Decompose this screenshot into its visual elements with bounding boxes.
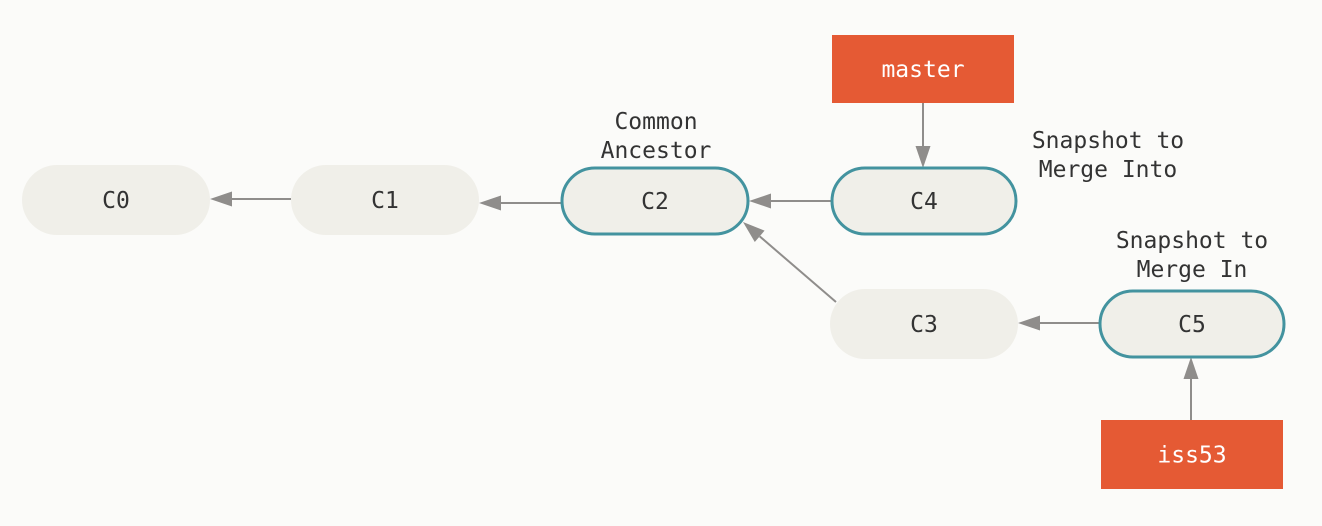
parent-arrow-c3-to-c2 xyxy=(743,222,837,303)
commit-node-shape xyxy=(1098,289,1286,359)
commit-node-c3: C3 xyxy=(830,289,1018,359)
commit-node-c2: C2 xyxy=(560,166,750,236)
parent-arrow-c5-to-c3-arrowhead-icon xyxy=(1018,315,1040,331)
commit-node-c5: C5 xyxy=(1098,289,1286,359)
commit-node-c0: C0 xyxy=(22,165,210,235)
commit-node-shape xyxy=(22,165,210,235)
branch-arrow-master xyxy=(915,103,931,168)
parent-arrow-c3-to-c2-line xyxy=(759,235,837,303)
branch-pointer-iss53: iss53 xyxy=(1101,420,1283,489)
parent-arrow-c2-to-c1-arrowhead-icon xyxy=(479,195,501,211)
commit-node-label: C0 xyxy=(102,188,130,214)
commit-node-label: C2 xyxy=(641,189,669,215)
branch-pointer-master: master xyxy=(832,35,1014,103)
branch-pointer-box xyxy=(832,35,1014,103)
parent-arrow-c4-to-c2-arrowhead-icon xyxy=(749,193,771,209)
merge-in-label: Snapshot to Merge In xyxy=(1115,228,1269,283)
commit-node-label: C3 xyxy=(910,312,938,338)
commit-node-shape xyxy=(560,166,750,236)
commit-node-c4: C4 xyxy=(830,166,1018,236)
parent-arrow-c1-to-c0 xyxy=(210,191,291,207)
parent-arrow-c4-to-c2 xyxy=(749,193,832,209)
arrow-layer xyxy=(210,103,1199,420)
branch-pointer-label: iss53 xyxy=(1157,443,1226,469)
branch-arrow-iss53-arrowhead-icon xyxy=(1183,357,1199,379)
commit-node-shape xyxy=(830,289,1018,359)
commit-node-c1: C1 xyxy=(291,165,479,235)
parent-arrow-c2-to-c1 xyxy=(479,195,562,211)
commit-node-label: C4 xyxy=(910,189,938,215)
commit-node-shape xyxy=(291,165,479,235)
commit-node-label: C5 xyxy=(1178,312,1206,338)
commit-node-label: C1 xyxy=(371,188,399,214)
branch-arrow-iss53 xyxy=(1183,357,1199,420)
commit-node-shape xyxy=(830,166,1018,236)
branch-pointer-box xyxy=(1101,420,1283,489)
parent-arrow-c3-to-c2-arrowhead-icon xyxy=(743,222,765,243)
branch-pointer-label: master xyxy=(881,57,964,83)
parent-arrow-c1-to-c0-arrowhead-icon xyxy=(210,191,232,207)
parent-arrow-c5-to-c3 xyxy=(1018,315,1100,331)
common-ancestor-label: Common Ancestor xyxy=(600,109,712,164)
merge-into-label: Snapshot to Merge Into xyxy=(1031,128,1185,183)
branch-arrow-master-arrowhead-icon xyxy=(915,146,931,168)
